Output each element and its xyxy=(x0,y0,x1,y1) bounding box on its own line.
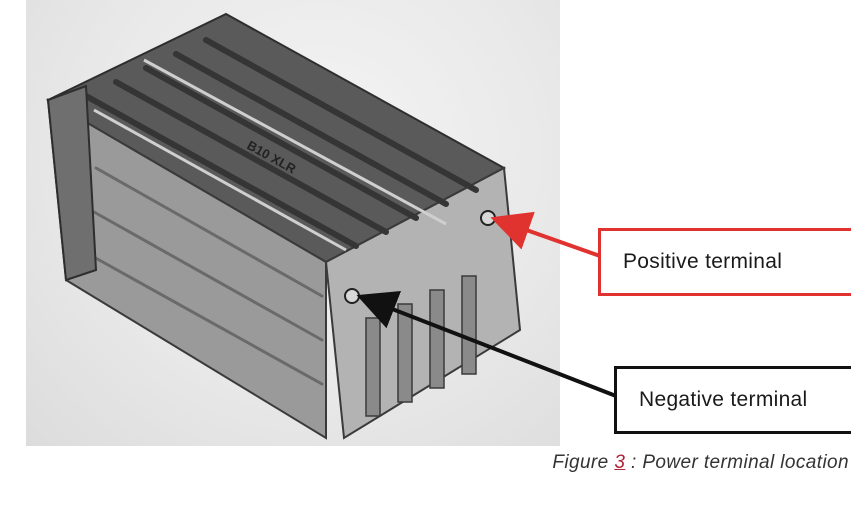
positive-terminal-callout: Positive terminal xyxy=(598,228,851,296)
top-cooling-ribs xyxy=(83,37,479,249)
side-vent-slots xyxy=(90,166,324,386)
battery-module-drawing: B10 XLR xyxy=(45,12,522,440)
negative-terminal-post xyxy=(344,288,360,304)
figure-number-link[interactable]: 3 xyxy=(614,452,626,473)
positive-terminal-post xyxy=(480,210,496,226)
negative-terminal-label: Negative terminal xyxy=(639,388,808,411)
top-highlight-strips xyxy=(93,58,447,252)
negative-terminal-callout: Negative terminal xyxy=(614,366,851,434)
battery-illustration: B10 XLR xyxy=(26,0,560,446)
caption-suffix: : Power terminal location xyxy=(625,452,849,473)
positive-terminal-label: Positive terminal xyxy=(623,250,783,273)
battery-end-cap xyxy=(46,84,98,282)
caption-prefix: Figure xyxy=(552,452,615,473)
figure-caption: Figure 3 : Power terminal location xyxy=(552,452,849,474)
